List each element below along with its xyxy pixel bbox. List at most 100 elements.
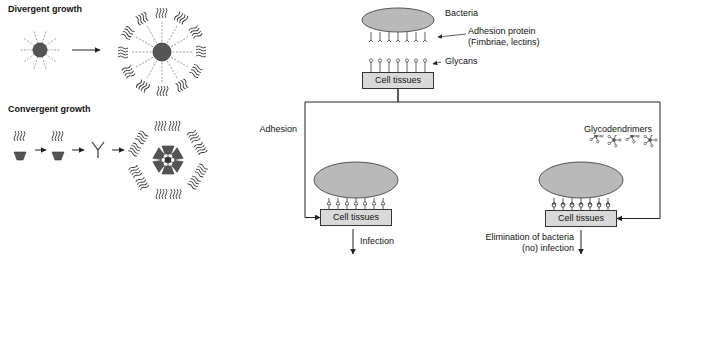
adhesion-protein — [425, 32, 426, 40]
adhesion-protein — [369, 40, 373, 42]
branch-group — [121, 65, 135, 80]
glycan — [561, 204, 564, 207]
glycan — [570, 204, 573, 207]
flow-arrow — [398, 89, 660, 219]
glycan — [369, 59, 372, 62]
dendron-wedge — [14, 152, 26, 160]
glycan — [552, 204, 555, 207]
glycodendrimer — [606, 203, 610, 207]
dendron-wedge — [172, 148, 183, 160]
adhesion-protein — [423, 40, 427, 42]
glycodendrimer — [608, 135, 610, 137]
glycodendrimer — [626, 138, 628, 140]
glycan — [414, 59, 417, 62]
dendrimer-core — [153, 43, 171, 61]
glycan — [407, 62, 408, 72]
branch-group — [156, 8, 167, 18]
glycan — [380, 62, 381, 72]
glycan — [372, 202, 375, 205]
glycodendrimer — [552, 203, 556, 207]
glycodendrimer — [619, 139, 621, 141]
section-heading: Divergent growth — [8, 4, 82, 15]
dendron-wedge — [153, 160, 164, 172]
adhesion-protein — [396, 40, 400, 42]
glycan — [363, 202, 366, 205]
core-molecule — [92, 142, 104, 158]
tissue-box: Cell tissues — [545, 210, 617, 227]
branch-group — [189, 64, 203, 79]
glycodendrimer — [648, 138, 652, 142]
adhesion-protein — [378, 40, 382, 42]
branch-group — [169, 121, 180, 131]
edge-label: Glycodendrimers — [582, 124, 654, 135]
adhesion-protein — [554, 198, 555, 202]
branch-group — [196, 46, 206, 57]
dendron-wedge — [162, 146, 174, 154]
branch-group — [121, 26, 135, 41]
glycan — [423, 59, 426, 62]
glycan — [354, 202, 357, 205]
branch-group — [187, 175, 201, 190]
adhesion-protein — [387, 40, 391, 42]
glycan — [371, 62, 372, 72]
glycan — [588, 204, 591, 207]
dendron-wedge — [153, 148, 164, 160]
branch-group — [194, 163, 208, 178]
branch-group — [156, 189, 167, 199]
annotation: Infection — [360, 236, 394, 247]
branch-group — [188, 25, 202, 40]
glycan — [381, 202, 384, 205]
dendrimer-core — [33, 43, 47, 57]
leader-line — [438, 34, 466, 37]
glycodendrimer — [561, 203, 565, 207]
glycodendrimer — [597, 203, 601, 207]
branch-group — [155, 121, 166, 131]
dendrimer-core — [165, 157, 171, 163]
outcome-arrow — [581, 230, 582, 254]
branch-group — [194, 141, 208, 156]
glycodendrimer — [608, 142, 610, 144]
glycan — [579, 204, 582, 207]
adhesion-protein — [405, 40, 409, 42]
bacterium — [314, 162, 398, 198]
glycodendrimer — [615, 145, 617, 147]
glycan — [597, 204, 600, 207]
adhesion-protein — [599, 198, 600, 202]
glycan — [387, 59, 390, 62]
adhesion-protein — [608, 198, 609, 202]
branch-group — [174, 11, 189, 25]
annotation: Bacteria — [445, 8, 478, 19]
leader-line — [433, 62, 441, 64]
glycan — [398, 62, 399, 72]
dendron-wedge — [52, 152, 64, 160]
glycodendrimer — [644, 142, 646, 144]
glycan — [327, 202, 330, 205]
dendron-wedge — [172, 160, 183, 172]
glycodendrimer — [651, 145, 653, 147]
glycan — [345, 202, 348, 205]
adhesion-protein — [398, 32, 399, 40]
glycodendrimer — [579, 203, 583, 207]
adhesion-protein — [590, 198, 591, 202]
glycan — [336, 202, 339, 205]
growth-arrow — [35, 150, 46, 151]
glycan — [425, 62, 426, 72]
glycodendrimer — [588, 203, 592, 207]
branch-group — [170, 189, 181, 199]
glycan — [606, 204, 609, 207]
glycan — [396, 59, 399, 62]
adhesion-protein — [416, 32, 417, 40]
branch-group — [14, 131, 25, 141]
branch-group — [175, 78, 190, 92]
glycodendrimer — [570, 203, 574, 207]
branch-group — [136, 79, 151, 93]
glycodendrimer — [644, 135, 646, 137]
edge-label: Adhesion — [257, 124, 299, 135]
section-heading: Convergent growth — [8, 104, 91, 115]
box-label: Cell tissues — [327, 212, 385, 223]
box-label: Cell tissues — [552, 213, 610, 224]
glycodendrimer — [655, 139, 657, 141]
adhesion-protein — [572, 198, 573, 202]
glycan — [405, 59, 408, 62]
